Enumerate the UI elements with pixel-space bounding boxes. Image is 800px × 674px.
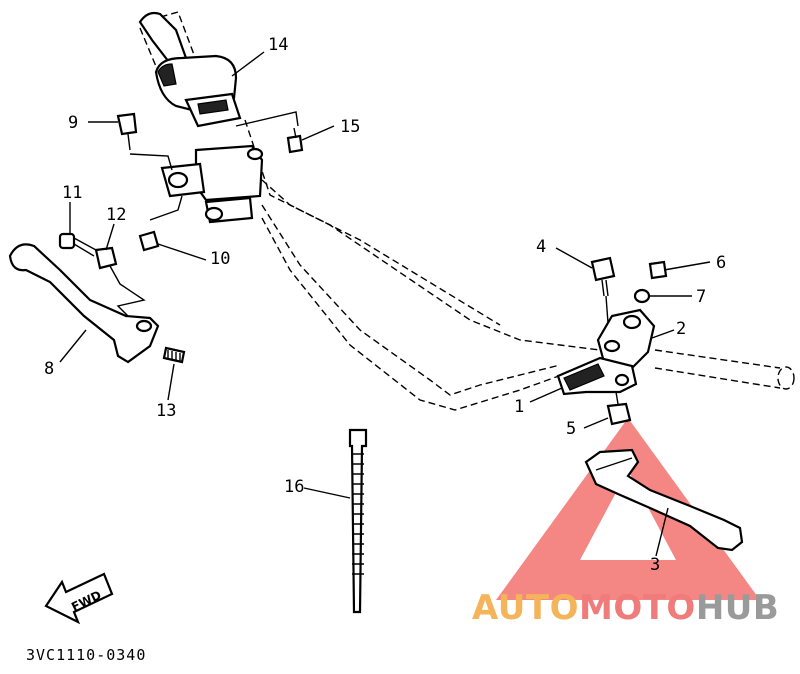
spring-part-13 — [162, 346, 186, 364]
callout-10: 10 — [210, 249, 230, 269]
diagram-code: 3VC1110-0340 — [26, 646, 147, 664]
callouts: 14 9 15 11 12 10 8 13 4 6 7 2 1 5 3 16 — [44, 35, 726, 575]
callout-13: 13 — [156, 401, 176, 421]
watermark-text: AUTOMOTOHUB — [472, 588, 779, 628]
watermark-word-hub: HUB — [695, 588, 780, 628]
fwd-arrow: FWD — [44, 572, 114, 625]
nut-part-10 — [138, 230, 160, 252]
callout-8: 8 — [44, 359, 54, 379]
handlebar — [139, 11, 795, 411]
bolt-part-11 — [58, 232, 97, 257]
callout-7: 7 — [696, 287, 706, 307]
callout-14: 14 — [268, 35, 288, 55]
watermark-word-moto: MOTO — [578, 588, 696, 628]
callout-1: 1 — [514, 397, 524, 417]
callout-12: 12 — [106, 205, 126, 225]
bolt-part-9 — [116, 112, 138, 151]
watermark-word-auto: AUTO — [472, 588, 579, 628]
bracket-part-2 — [596, 308, 656, 372]
watermark-logo — [496, 418, 760, 600]
cable-tie-part-16 — [348, 428, 368, 614]
callout-16: 16 — [284, 477, 304, 497]
callout-4: 4 — [536, 237, 546, 257]
callout-2: 2 — [676, 319, 686, 339]
callout-5: 5 — [566, 419, 576, 439]
leader-lines — [59, 51, 711, 557]
callout-11: 11 — [62, 183, 82, 203]
nut-part-12 — [94, 246, 118, 270]
screw-part-6 — [648, 260, 668, 280]
screw-part-15 — [286, 127, 304, 154]
clamp-block — [160, 144, 264, 224]
nut-part-5 — [606, 391, 632, 426]
lever-part-3 — [584, 448, 744, 552]
throttle-grip-assembly — [138, 11, 242, 128]
callout-9: 9 — [68, 113, 78, 133]
callout-3: 3 — [650, 555, 660, 575]
bracket-part-1 — [556, 356, 638, 396]
washer-part-7 — [633, 288, 651, 304]
callout-15: 15 — [340, 117, 360, 137]
callout-6: 6 — [716, 253, 726, 273]
lever-part-8 — [8, 243, 160, 364]
